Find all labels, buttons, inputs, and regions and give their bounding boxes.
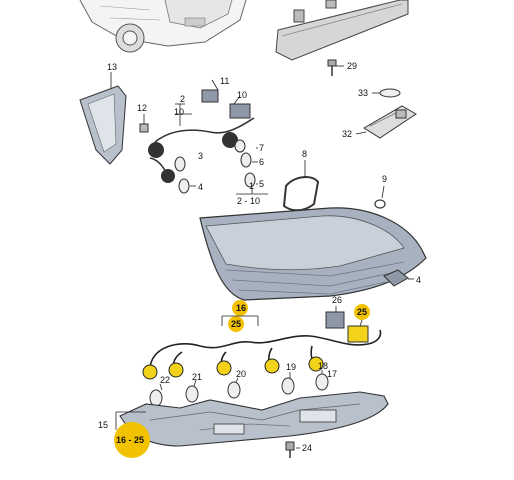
label-4: 4 [416, 275, 421, 285]
upper-bulbs [174, 139, 258, 194]
label-20: 20 [236, 369, 246, 379]
label-18: 18 [318, 361, 328, 371]
bracket-15 [114, 411, 150, 458]
lower-bulbs [149, 370, 329, 407]
label-2: 2 [180, 94, 185, 104]
label-1-range: 2 - 10 [237, 196, 260, 206]
label-33: 33 [358, 88, 368, 98]
label-12: 12 [137, 103, 147, 113]
gasket-8 [282, 160, 320, 212]
tail-lamp-assembly [199, 207, 427, 301]
connector-25 [347, 304, 370, 343]
label-8: 8 [302, 149, 307, 159]
lower-lamp-carrier [119, 391, 389, 447]
bulb-33 [372, 88, 401, 98]
vehicle-sketch [79, 0, 247, 53]
label-15-range: 16 - 25 [116, 435, 144, 445]
pad-4 [383, 269, 414, 287]
connector-10 [229, 95, 251, 119]
label-15: 15 [98, 420, 108, 430]
label-29: 29 [347, 61, 357, 71]
connector-26 [325, 306, 345, 329]
label-10: 10 [237, 90, 247, 100]
label-16: 16 [236, 303, 246, 313]
label-25: 25 [357, 307, 367, 317]
lid-lamp-housing-13 [79, 72, 127, 165]
label-7: 7 [259, 143, 264, 153]
label-1: 1 [249, 181, 254, 191]
label-5: 5 [259, 179, 264, 189]
label-21: 21 [192, 372, 202, 382]
lower-harness [142, 329, 382, 380]
seal-9 [374, 185, 386, 209]
label-24: 24 [302, 443, 312, 453]
bracket-1 [236, 188, 268, 195]
label-17: 17 [327, 369, 337, 379]
label-3: 3 [198, 151, 203, 161]
label-6: 6 [259, 157, 264, 167]
clip-12 [139, 114, 149, 133]
label-13: 13 [107, 62, 117, 72]
upper-harness [148, 117, 255, 183]
highlight-16-25 [221, 300, 259, 332]
screw-24 [285, 441, 300, 458]
label-22: 22 [160, 375, 170, 385]
screw-29 [327, 59, 344, 76]
connector-11 [201, 79, 219, 103]
label-4-upper: 4 [198, 182, 203, 192]
lid-lamp-strip [275, 0, 409, 61]
license-lamp-32 [355, 105, 417, 139]
label-32: 32 [342, 129, 352, 139]
label-25-top: 25 [231, 319, 241, 329]
label-26: 26 [332, 295, 342, 305]
bracket-2-10 [175, 103, 192, 126]
label-11: 11 [220, 76, 229, 86]
label-19: 19 [286, 362, 296, 372]
label-2-range: 10 [174, 107, 184, 117]
label-9: 9 [382, 174, 387, 184]
